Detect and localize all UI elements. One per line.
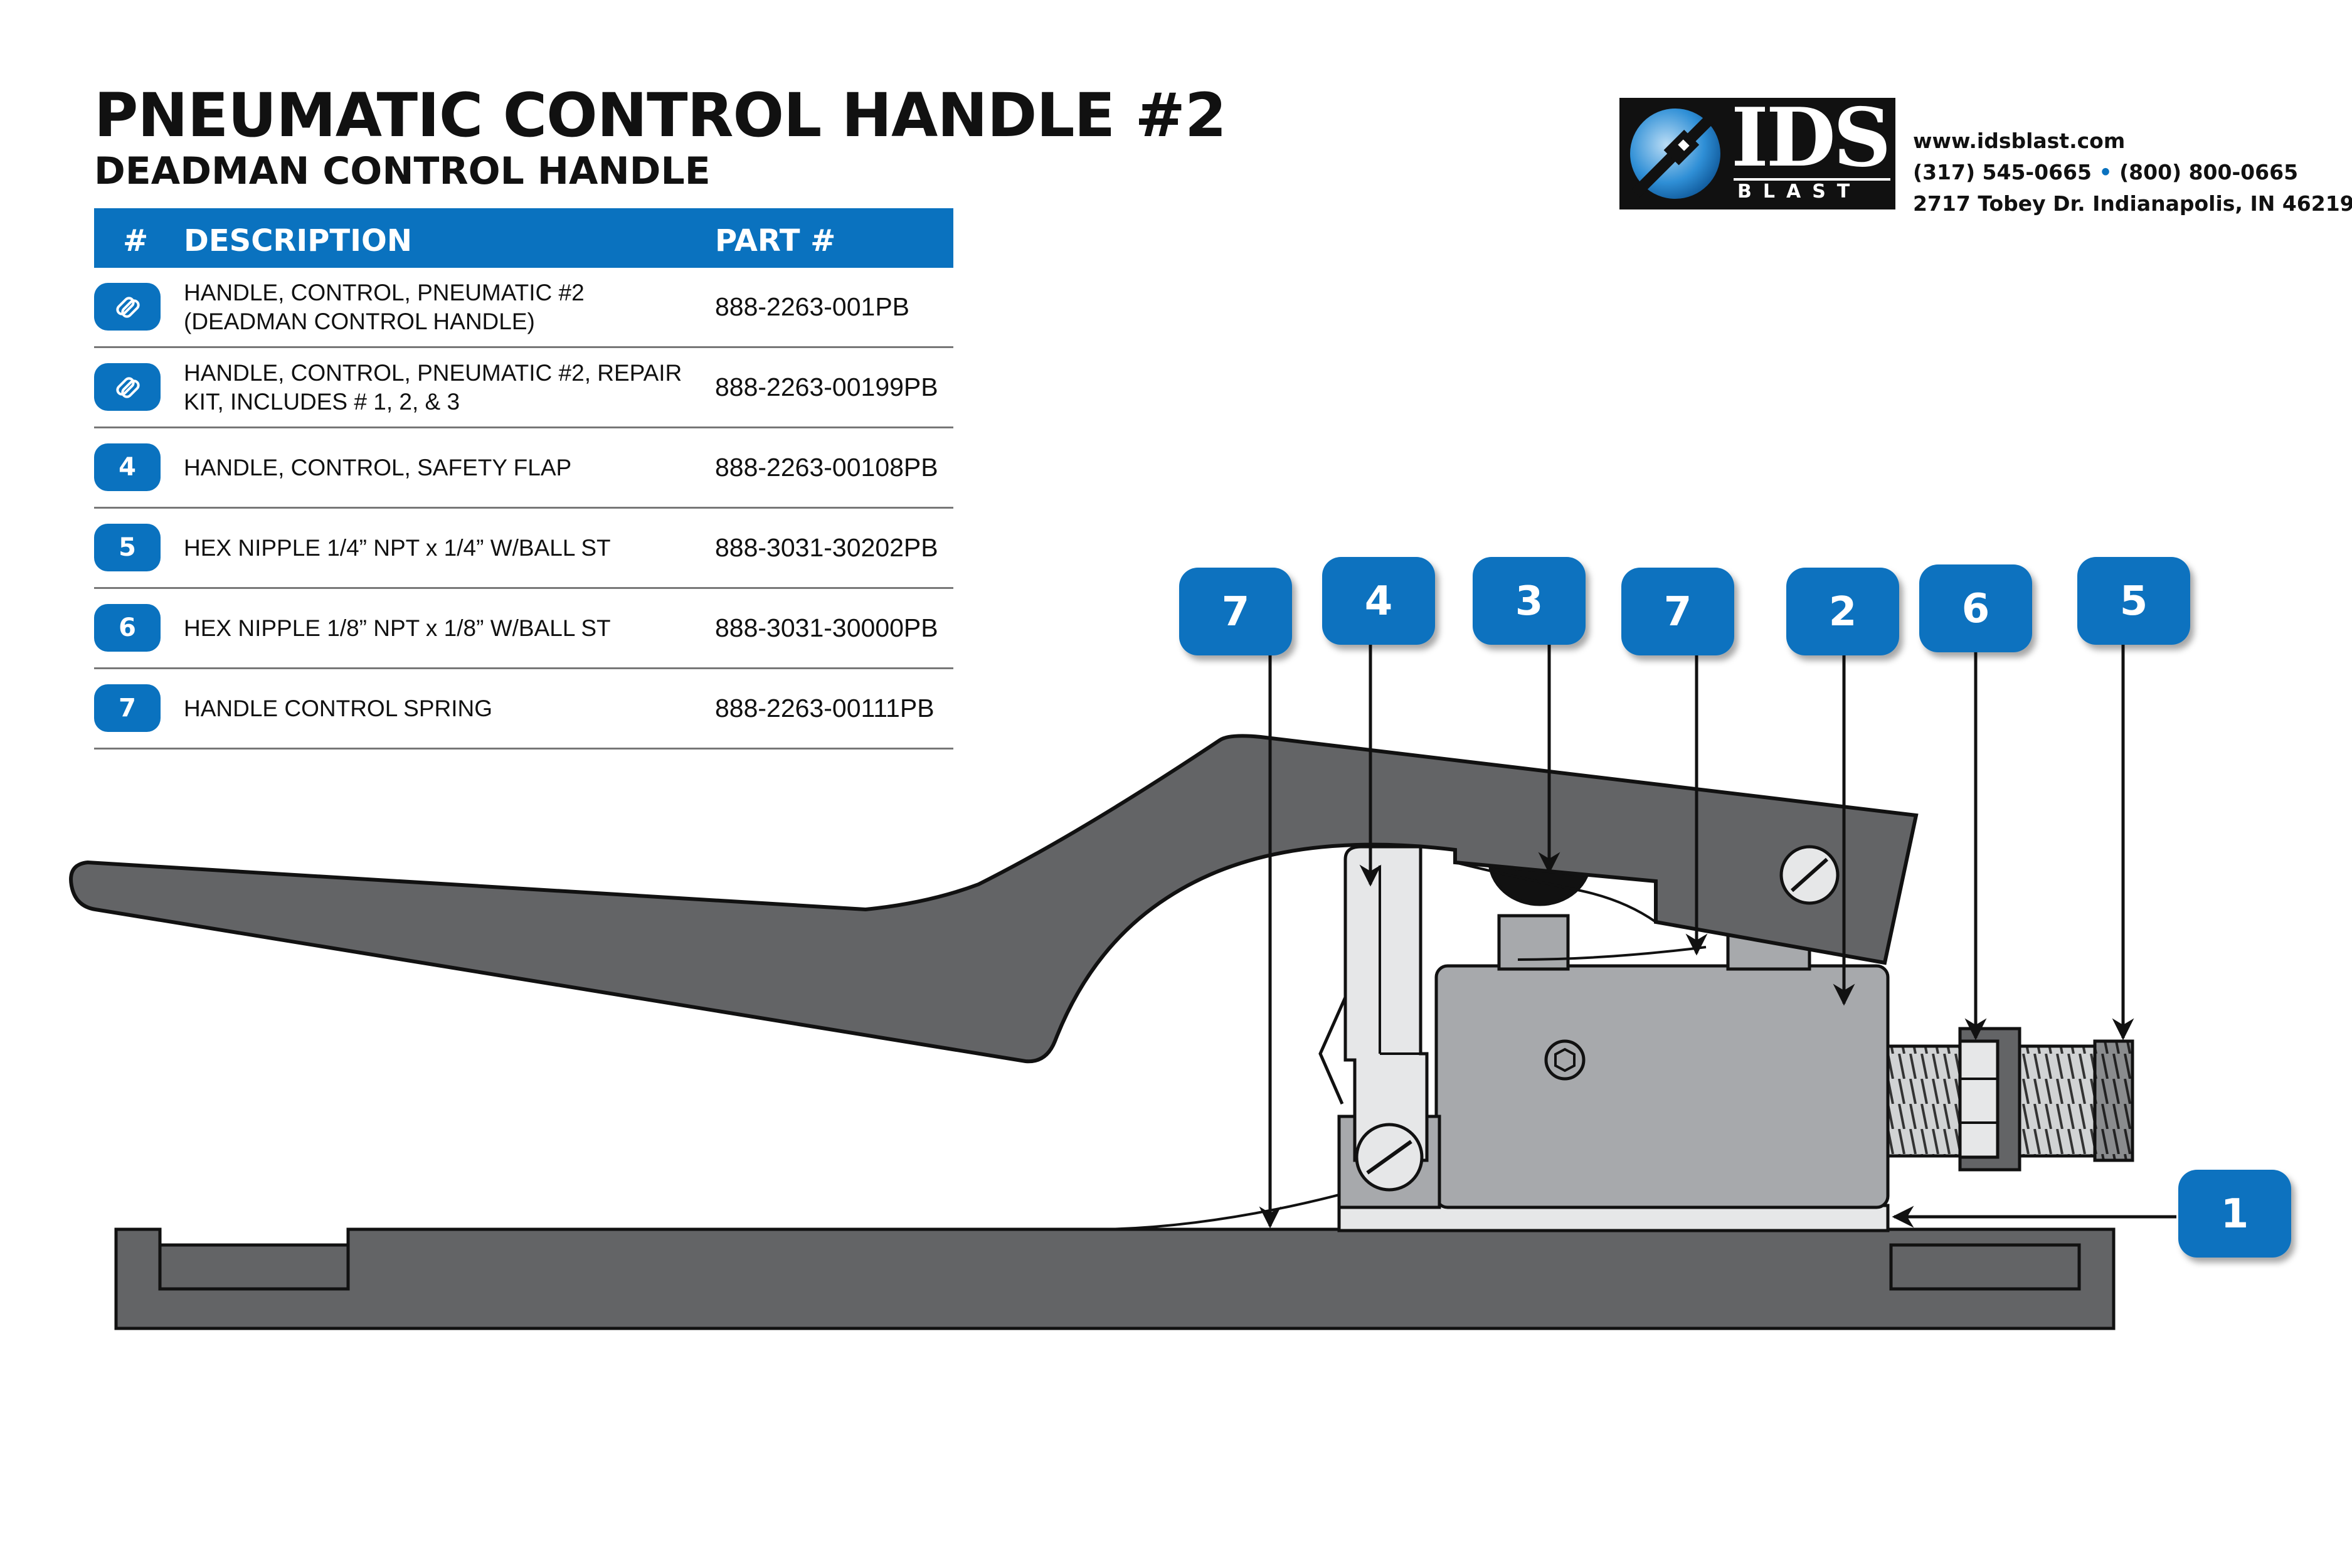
safety-flap (1343, 845, 1429, 1162)
link-badge[interactable] (94, 363, 161, 411)
address: 2717 Tobey Dr. Indianapolis, IN 46219 (1913, 191, 2352, 216)
row-badge: 6 (94, 604, 161, 652)
table-row: 7 HANDLE CONTROL SPRING 888-2263-00111PB (94, 669, 953, 750)
table-row: HANDLE, CONTROL, PNEUMATIC #2, REPAIR KI… (94, 348, 953, 428)
valve-body (1434, 964, 1890, 1209)
nozzle-logo-icon (1630, 109, 1720, 199)
phone-1[interactable]: (317) 545-0665 (1913, 160, 2092, 184)
base-slot-right (1889, 1243, 2081, 1291)
table-header: # DESCRIPTION PART # (94, 208, 953, 268)
svg-text:3: 3 (1515, 578, 1544, 625)
svg-text:1: 1 (2221, 1191, 2249, 1237)
row-part-number: 888-3031-30000PB (715, 613, 938, 642)
row-badge: 7 (94, 684, 161, 732)
link-badge[interactable] (94, 283, 161, 331)
base-plate (114, 1227, 2116, 1330)
callout-1[interactable]: 1 (2178, 1170, 2291, 1258)
row-description: HEX NIPPLE 1/4” NPT x 1/4” W/BALL ST (184, 534, 611, 561)
logo-blast-text: BLAST (1737, 181, 1862, 203)
phone-numbers: (317) 545-0665 • (800) 800-0665 (1913, 157, 2352, 188)
control-lever-body (69, 734, 1919, 1064)
valve-stem (1497, 914, 1570, 971)
parts-table: # DESCRIPTION PART # HANDLE, CONTROL, PN… (94, 208, 953, 750)
hex-socket (1554, 1047, 1576, 1073)
row-badge: 5 (94, 524, 161, 571)
valve-mount-plate (1337, 1204, 1890, 1232)
link-icon (116, 377, 140, 398)
svg-text:5: 5 (2120, 578, 2148, 625)
page-title: PNEUMATIC CONTROL HANDLE #2 (94, 80, 1227, 151)
row-part-number: 888-2263-001PB (715, 292, 910, 321)
spring-right (1517, 946, 1707, 961)
callout-3[interactable]: 3 (1473, 557, 1586, 645)
table-row: 6 HEX NIPPLE 1/8” NPT x 1/8” W/BALL ST 8… (94, 589, 953, 669)
callout-6[interactable]: 6 (1919, 564, 2032, 652)
spring-left (1066, 1194, 1340, 1231)
callout-4[interactable]: 4 (1322, 557, 1435, 645)
lever-underside (1454, 861, 1657, 923)
table-row: 5 HEX NIPPLE 1/4” NPT x 1/4” W/BALL ST 8… (94, 509, 953, 589)
row-badge: 4 (94, 443, 161, 491)
header-part-number: PART # (715, 223, 836, 258)
row-description: HANDLE, CONTROL, PNEUMATIC #2, REPAIR KI… (184, 359, 682, 415)
contact-info: www.idsblast.com (317) 545-0665 • (800) … (1913, 125, 2352, 220)
callout-5[interactable]: 5 (2077, 557, 2190, 645)
hex-nut (1958, 1039, 2000, 1159)
table-row: HANDLE, CONTROL, PNEUMATIC #2 (DEADMAN C… (94, 268, 953, 348)
row-part-number: 888-2263-00199PB (715, 373, 938, 401)
row-part-number: 888-3031-30202PB (715, 533, 938, 562)
header-num: # (123, 223, 149, 258)
svg-text:7: 7 (1222, 589, 1250, 635)
hex-bolt (1544, 1039, 1586, 1081)
row-part-number: 888-2263-00111PB (715, 694, 935, 723)
nipple-thread-left (1886, 1044, 1962, 1158)
flap-edge (1318, 996, 1347, 1105)
ids-blast-logo[interactable]: IDS BLAST (1619, 98, 1895, 209)
phone-2[interactable]: (800) 800-0665 (2119, 160, 2299, 184)
website-link[interactable]: www.idsblast.com (1913, 129, 2126, 153)
row-description: HEX NIPPLE 1/8” NPT x 1/8” W/BALL ST (184, 615, 611, 641)
row-description: HANDLE, CONTROL, PNEUMATIC #2 (DEADMAN C… (184, 279, 585, 334)
nipple-thread-end (2093, 1039, 2134, 1162)
callout-2[interactable]: 2 (1786, 568, 1899, 655)
row-description: HANDLE, CONTROL, SAFETY FLAP (184, 454, 572, 480)
svg-text:4: 4 (1365, 578, 1393, 625)
header-description: DESCRIPTION (184, 223, 413, 258)
table-row: 4 HANDLE, CONTROL, SAFETY FLAP 888-2263-… (94, 428, 953, 509)
base-slot-left (158, 1243, 350, 1291)
logo-ids-text: IDS (1731, 91, 1891, 185)
callout-7a[interactable]: 7 (1179, 568, 1292, 655)
row-part-number: 888-2263-00108PB (715, 453, 938, 482)
separator-dot: • (2099, 160, 2112, 184)
link-icon (116, 297, 140, 318)
svg-text:6: 6 (1962, 586, 1990, 632)
nipple-thread-right (2018, 1044, 2097, 1158)
svg-text:2: 2 (1829, 589, 1857, 635)
callout-7b[interactable]: 7 (1621, 568, 1734, 655)
page-subtitle: DEADMAN CONTROL HANDLE (94, 149, 711, 193)
svg-text:7: 7 (1664, 589, 1692, 635)
row-description: HANDLE CONTROL SPRING (184, 695, 493, 721)
